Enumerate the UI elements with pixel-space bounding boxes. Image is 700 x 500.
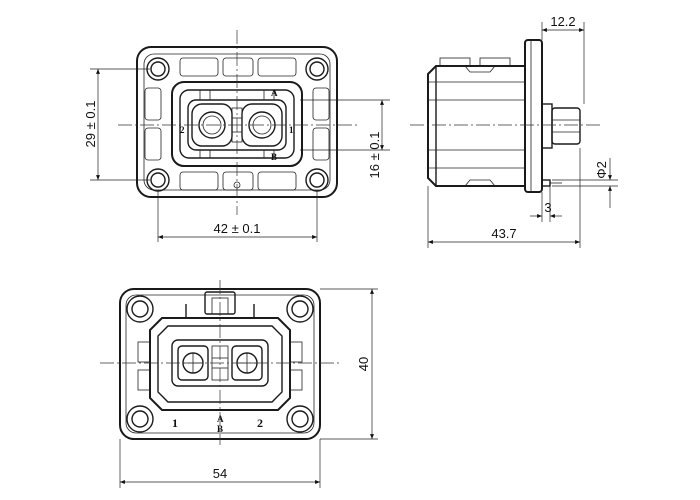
side-flange xyxy=(524,39,543,193)
rear-label-2: 2 xyxy=(257,416,263,430)
dim-12-2: 12.2 xyxy=(550,14,575,29)
side-view xyxy=(410,39,600,193)
dim-16: 16 ± 0.1 xyxy=(367,132,382,179)
dim-43-7: 43.7 xyxy=(491,226,516,241)
dim-phi-2: Φ2 xyxy=(594,161,609,179)
dim-40: 40 xyxy=(356,357,371,371)
front-ribs xyxy=(144,57,330,191)
rear-label-a: A xyxy=(217,414,224,424)
front-view: A B 2 1 xyxy=(118,30,360,215)
rear-dimensions: 54 40 xyxy=(119,288,378,488)
rear-label-1: 1 xyxy=(172,416,178,430)
rear-view: 1 2 A B xyxy=(100,280,340,445)
front-label-a: A xyxy=(271,88,278,98)
front-dimensions: 29 ± 0.1 16 ± 0.1 42 ± 0.1 xyxy=(83,68,390,242)
front-label-2: 2 xyxy=(180,125,185,135)
dim-3: 3 xyxy=(544,200,551,215)
front-label-1: 1 xyxy=(289,125,294,135)
dim-42: 42 ± 0.1 xyxy=(214,221,261,236)
front-mounting-holes xyxy=(146,57,329,192)
rear-mounting-holes xyxy=(126,295,314,433)
dim-29: 29 ± 0.1 xyxy=(83,101,98,148)
front-label-b: B xyxy=(271,152,277,162)
dim-54: 54 xyxy=(213,466,227,481)
side-dimensions: 12.2 43.7 Φ2 3 xyxy=(427,14,618,248)
